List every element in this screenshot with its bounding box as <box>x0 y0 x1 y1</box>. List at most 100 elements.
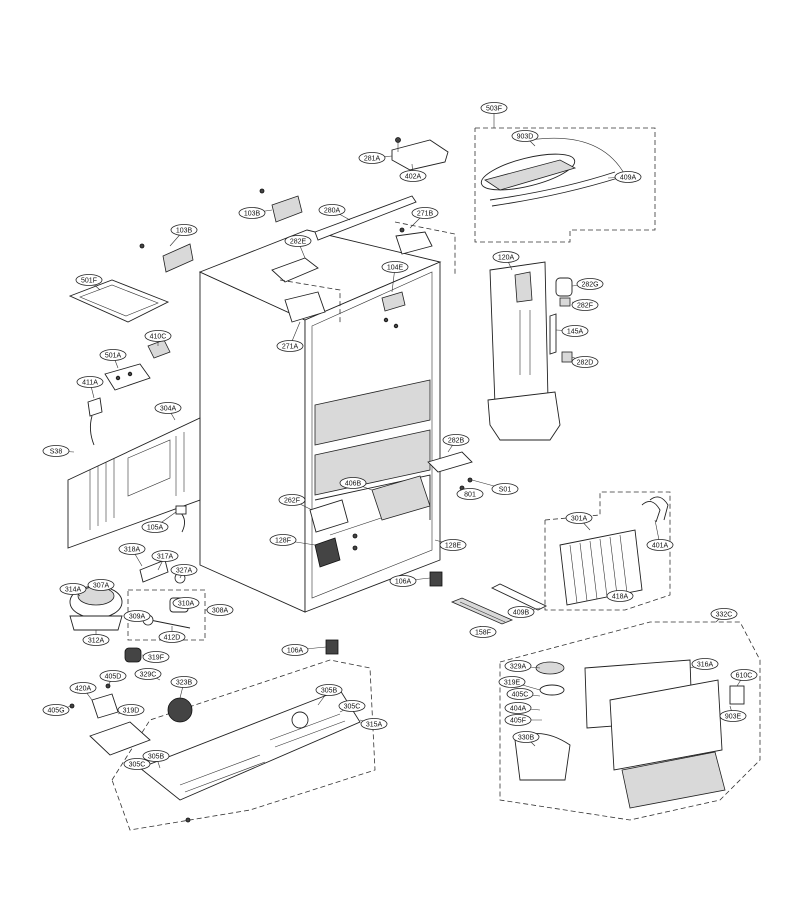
callout-label: 332C <box>716 611 733 618</box>
callout-label: 402A <box>405 173 422 180</box>
callout-oval <box>142 651 170 663</box>
callout-label: 405G <box>47 707 64 714</box>
callout-label: 316A <box>697 661 714 668</box>
callout-oval <box>480 102 508 114</box>
callout-label: 128E <box>445 542 462 549</box>
callout-label: 401A <box>652 542 669 549</box>
callout-oval <box>76 376 104 388</box>
callout-oval <box>576 278 604 290</box>
callout-oval <box>82 634 110 646</box>
cover-plate <box>68 279 170 323</box>
sensor-105a <box>175 505 187 533</box>
callout-label: 501A <box>105 352 122 359</box>
callout-label: 323B <box>176 679 193 686</box>
callout-label: 319F <box>148 654 164 661</box>
callout-label: S01 <box>499 486 512 493</box>
callout-label: 410C <box>150 333 167 340</box>
callout-oval <box>399 170 427 182</box>
callout-oval <box>561 325 589 337</box>
callout-label: 158F <box>475 629 491 636</box>
callout-oval <box>42 704 70 716</box>
callout-label: 405C <box>512 691 529 698</box>
top-cap <box>139 188 303 273</box>
callout-oval <box>571 356 599 368</box>
callout-oval <box>411 207 439 219</box>
callout-label: 404A <box>510 705 527 712</box>
callout-label: 271A <box>282 343 299 350</box>
callout-label: S38 <box>50 448 63 455</box>
callout-label: 610C <box>736 672 753 679</box>
hinge-center <box>381 291 406 329</box>
callout-label: 903E <box>725 713 742 720</box>
leveling-legs <box>325 571 443 655</box>
callout-oval <box>123 758 151 770</box>
callout-label: 503F <box>486 105 502 112</box>
dispenser-duct <box>487 261 561 441</box>
callout-oval <box>318 204 346 216</box>
callout-label: 501F <box>81 277 97 284</box>
callout-oval <box>571 299 599 311</box>
callout-label: 314A <box>65 586 82 593</box>
callout-oval <box>504 660 532 672</box>
callout-label: 420A <box>75 685 92 692</box>
callout-label: 308A <box>212 607 229 614</box>
callout-label: 305C <box>129 761 146 768</box>
side-parts-right <box>549 277 573 363</box>
callout-oval <box>504 714 532 726</box>
callout-oval <box>442 434 470 446</box>
callout-oval <box>158 631 186 643</box>
callout-oval <box>504 702 532 714</box>
callout-label: 305C <box>344 703 361 710</box>
callout-label: 405F <box>510 717 526 724</box>
callout-label: 903D <box>517 133 534 140</box>
callout-oval <box>154 402 182 414</box>
callout-label: 103B <box>244 210 261 217</box>
callout-oval <box>389 575 417 587</box>
callout-oval <box>339 477 367 489</box>
hinge-upper-right <box>394 221 456 275</box>
callout-label: 280A <box>324 207 341 214</box>
callout-label: 418A <box>612 593 629 600</box>
callout-oval <box>507 606 535 618</box>
callout-oval <box>360 718 388 730</box>
callout-label: 282D <box>577 359 594 366</box>
callout-oval <box>710 608 738 620</box>
callout-label: 312A <box>88 637 105 644</box>
lower-hinge <box>427 451 473 491</box>
callout-oval <box>206 604 234 616</box>
callout-label: 319D <box>123 707 140 714</box>
grommet-319f <box>124 647 142 663</box>
callout-label: 106A <box>395 578 412 585</box>
callout-label: 317A <box>157 553 174 560</box>
control-parts-left <box>87 339 171 446</box>
callout-oval <box>99 349 127 361</box>
callout-label: 106A <box>287 647 304 654</box>
callout-label: 301A <box>571 515 588 522</box>
compressor <box>69 585 123 631</box>
callout-label: 305B <box>321 687 338 694</box>
callout-label: 128F <box>275 537 291 544</box>
callout-label: 405D <box>105 673 122 680</box>
callout-label: 310A <box>178 600 195 607</box>
callout-label: 329A <box>510 663 527 670</box>
callout-oval <box>170 224 198 236</box>
top-rail <box>314 195 417 241</box>
callout-label: 120A <box>498 254 515 261</box>
callout-label: 309A <box>129 613 146 620</box>
callout-label: 406B <box>345 480 362 487</box>
callout-oval <box>123 610 151 622</box>
callout-oval <box>99 670 127 682</box>
callout-oval <box>498 676 526 688</box>
callout-label: 105A <box>147 524 164 531</box>
callout-oval <box>606 590 634 602</box>
callout-oval <box>511 130 539 142</box>
callout-oval <box>172 597 200 609</box>
callout-label: 315A <box>366 721 383 728</box>
lower-cabinet-parts <box>309 475 431 568</box>
ice-maker-assembly <box>499 621 761 821</box>
callout-label: 271B <box>417 210 434 217</box>
callout-label: 318A <box>124 546 141 553</box>
callout-label: 801 <box>464 491 476 498</box>
callout-label: 103B <box>176 227 193 234</box>
